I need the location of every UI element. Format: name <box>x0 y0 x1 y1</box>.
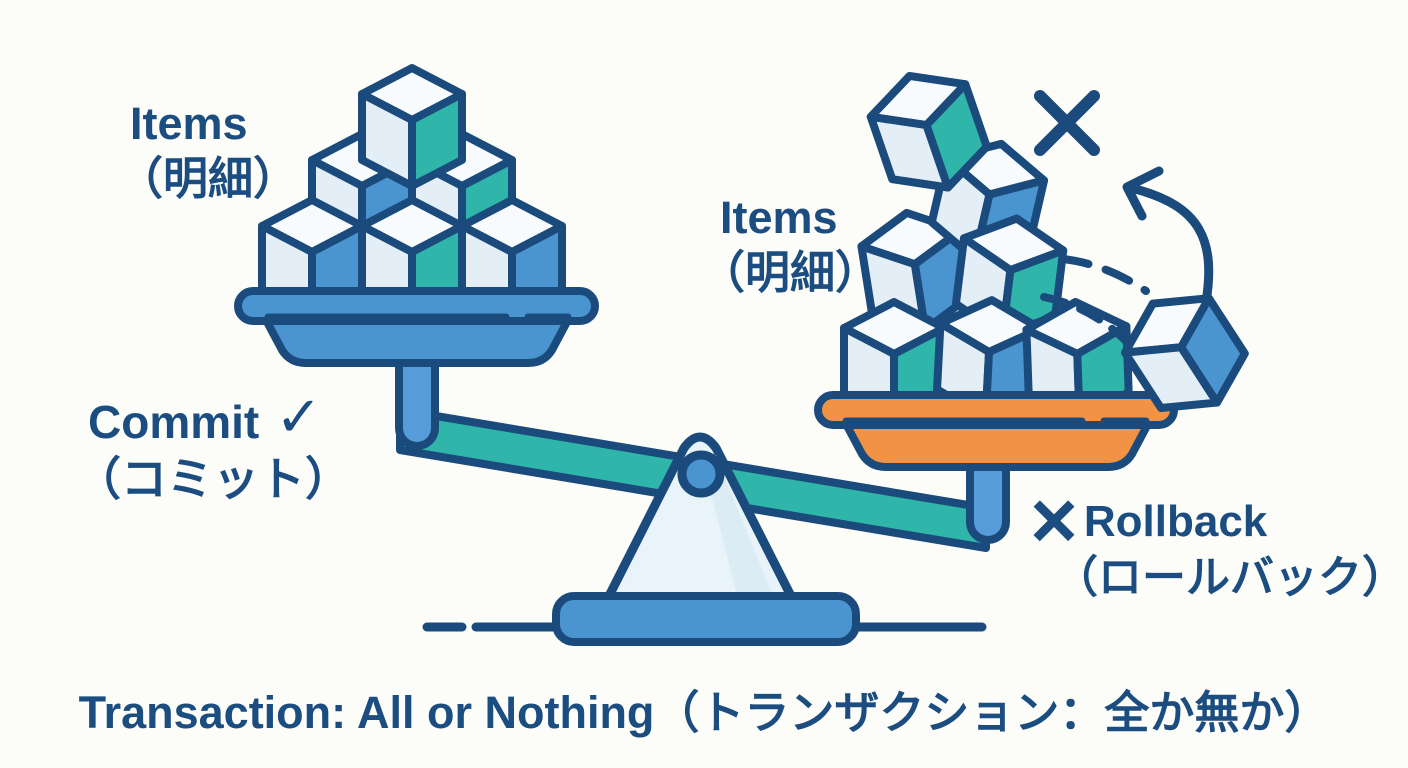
cube-right-face <box>1177 294 1249 407</box>
right-pan-bowl <box>842 420 1152 471</box>
rollback-label: ×Rollback （ロールバック） <box>1030 480 1406 606</box>
rollback-text: Rollback <box>1083 497 1268 546</box>
items-right-text: Items <box>720 192 838 243</box>
x-stroke <box>1034 90 1100 156</box>
motion-arc <box>1059 255 1150 295</box>
items-right-label: Items （明細） <box>700 190 880 300</box>
cube-right-face <box>922 80 991 192</box>
cube-right-face <box>408 90 466 190</box>
pivot-circle <box>677 450 725 498</box>
left-pan <box>234 287 599 367</box>
left-pan-bowl <box>262 316 572 367</box>
commit-text: Commit <box>88 396 260 448</box>
rollback-arrow-icon <box>1122 166 1214 307</box>
motion-dash-arcs <box>1040 255 1150 345</box>
rollback-jp: （ロールバック） <box>1054 553 1406 602</box>
arrow-curve <box>1130 184 1214 307</box>
commit-label: Commit ✓ （コミット） <box>75 388 351 508</box>
fulcrum-shade <box>702 455 774 599</box>
items-left-jp: （明細） <box>118 153 299 204</box>
iso-cube <box>358 64 466 190</box>
x-icon: × <box>1030 475 1078 566</box>
fulcrum <box>604 432 796 609</box>
iso-cube <box>866 71 991 192</box>
motion-arc <box>1040 293 1130 345</box>
right-pan <box>814 391 1178 471</box>
check-icon: ✓ <box>275 385 323 448</box>
items-right-jp: （明細） <box>700 247 881 298</box>
failure-x-icon <box>1034 90 1100 156</box>
items-left-text: Items <box>130 98 248 149</box>
arrow-head <box>1122 166 1164 221</box>
commit-jp: （コミット） <box>75 453 351 505</box>
caption-title: Transaction: All or Nothing（トランザクション：全か無… <box>78 687 1330 738</box>
left-cube-pyramid <box>258 64 566 322</box>
right-cube-pile <box>840 71 1133 424</box>
items-left-label: Items （明細） <box>118 96 298 206</box>
scale-base <box>552 592 860 646</box>
